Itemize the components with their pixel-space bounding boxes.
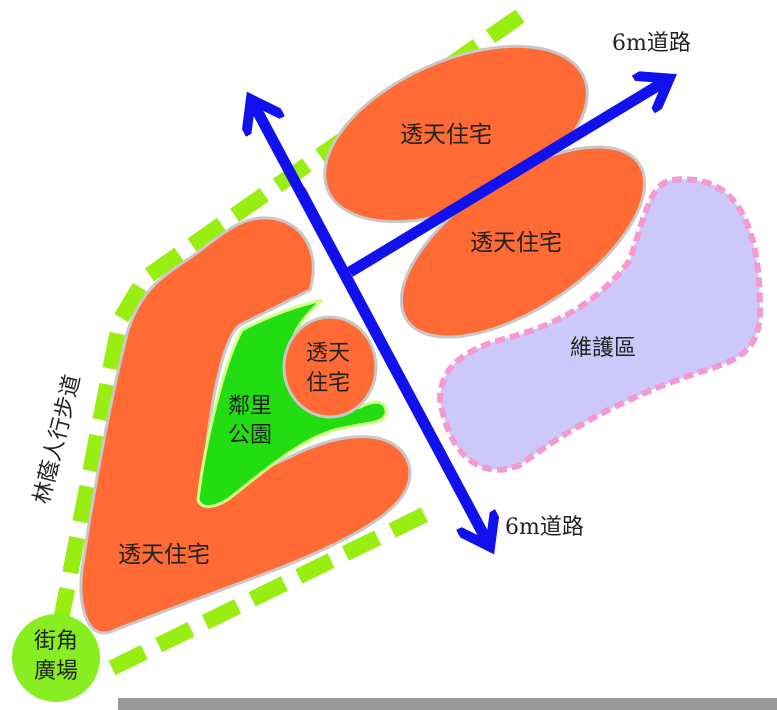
maintenance-zone-area — [436, 176, 764, 473]
park-label-line1: 鄰里 — [228, 394, 272, 419]
park-label-line2: 公園 — [228, 423, 272, 448]
plaza-label-line2: 廣場 — [34, 659, 78, 684]
housing-middle-label: 透天住宅 — [470, 230, 562, 256]
housing-small-block — [282, 315, 378, 419]
plaza-label-line1: 街角 — [34, 629, 78, 654]
walkway-lower-path — [108, 504, 434, 676]
road-top-label: 6m道路 — [612, 31, 691, 56]
road-branch-arrow — [347, 82, 664, 277]
housing-top-label: 透天住宅 — [400, 122, 492, 148]
street-corner-plaza — [12, 614, 100, 702]
walkway-label: 林蔭人行步道 — [30, 372, 86, 506]
housing-small-label-line1: 透天 — [306, 341, 350, 366]
housing-lshape-label: 透天住宅 — [118, 542, 210, 568]
housing-lshape-block — [79, 216, 412, 635]
road-diagonal-arrow-bottom — [295, 187, 487, 541]
maintenance-zone-label: 維護區 — [570, 336, 636, 361]
road-bottom-label: 6m道路 — [505, 515, 584, 540]
bottom-bar — [118, 698, 777, 710]
housing-small-label-line2: 住宅 — [306, 371, 350, 396]
